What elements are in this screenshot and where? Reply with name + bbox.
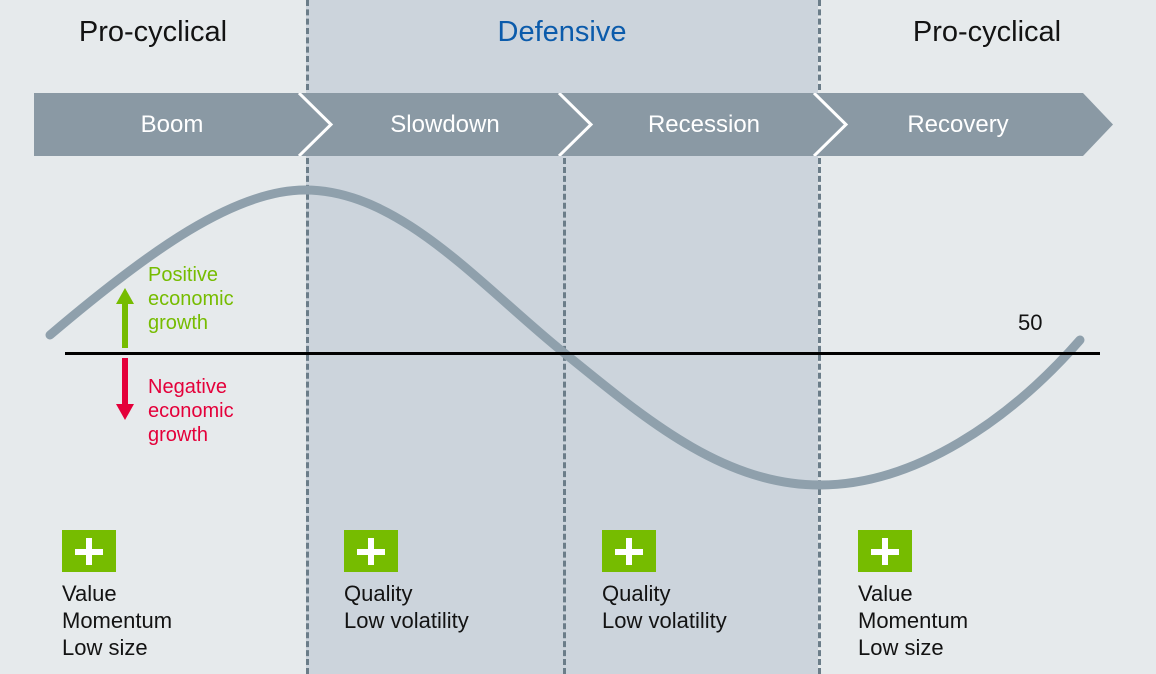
phase-label-boom: Boom [140, 111, 204, 138]
factor-box-slowdown: Quality Low volatility [344, 530, 574, 634]
factor-list-recession: Quality Low volatility [602, 581, 727, 633]
phase-label-slowdown: Slowdown [390, 111, 500, 138]
phase-banner: Boom Slowdown Recession Recovery [34, 93, 1113, 156]
divider-recession-recovery-top [818, 0, 821, 90]
phase-label-recession: Recession [647, 111, 761, 138]
factor-box-boom: Value Momentum Low size [62, 530, 292, 661]
plus-icon [344, 530, 398, 572]
phase-label-recovery: Recovery [907, 111, 1009, 138]
plus-icon [62, 530, 116, 572]
factor-list-recovery: Value Momentum Low size [858, 581, 969, 660]
regime-label-procyclical-right: Pro-cyclical [912, 16, 1062, 48]
arrow-down-icon [116, 358, 134, 420]
baseline-axis [65, 352, 1100, 355]
factor-box-recession: Quality Low volatility [602, 530, 832, 634]
factor-box-recovery: Value Momentum Low size [858, 530, 1088, 661]
negative-growth-label: Negative economic growth [148, 376, 234, 446]
divider-boom-slowdown [306, 158, 309, 674]
divider-boom-slowdown-top [306, 0, 309, 90]
positive-growth-label: Positive economic growth [148, 264, 234, 334]
regime-label-procyclical-left: Pro-cyclical [78, 16, 228, 48]
factor-list-slowdown: Quality Low volatility [344, 581, 469, 633]
baseline-value-label: 50 [1018, 310, 1043, 335]
regime-label-defensive: Defensive [497, 16, 627, 48]
arrow-up-icon [116, 288, 134, 348]
factor-list-boom: Value Momentum Low size [62, 581, 173, 660]
plus-icon [602, 530, 656, 572]
plus-icon [858, 530, 912, 572]
